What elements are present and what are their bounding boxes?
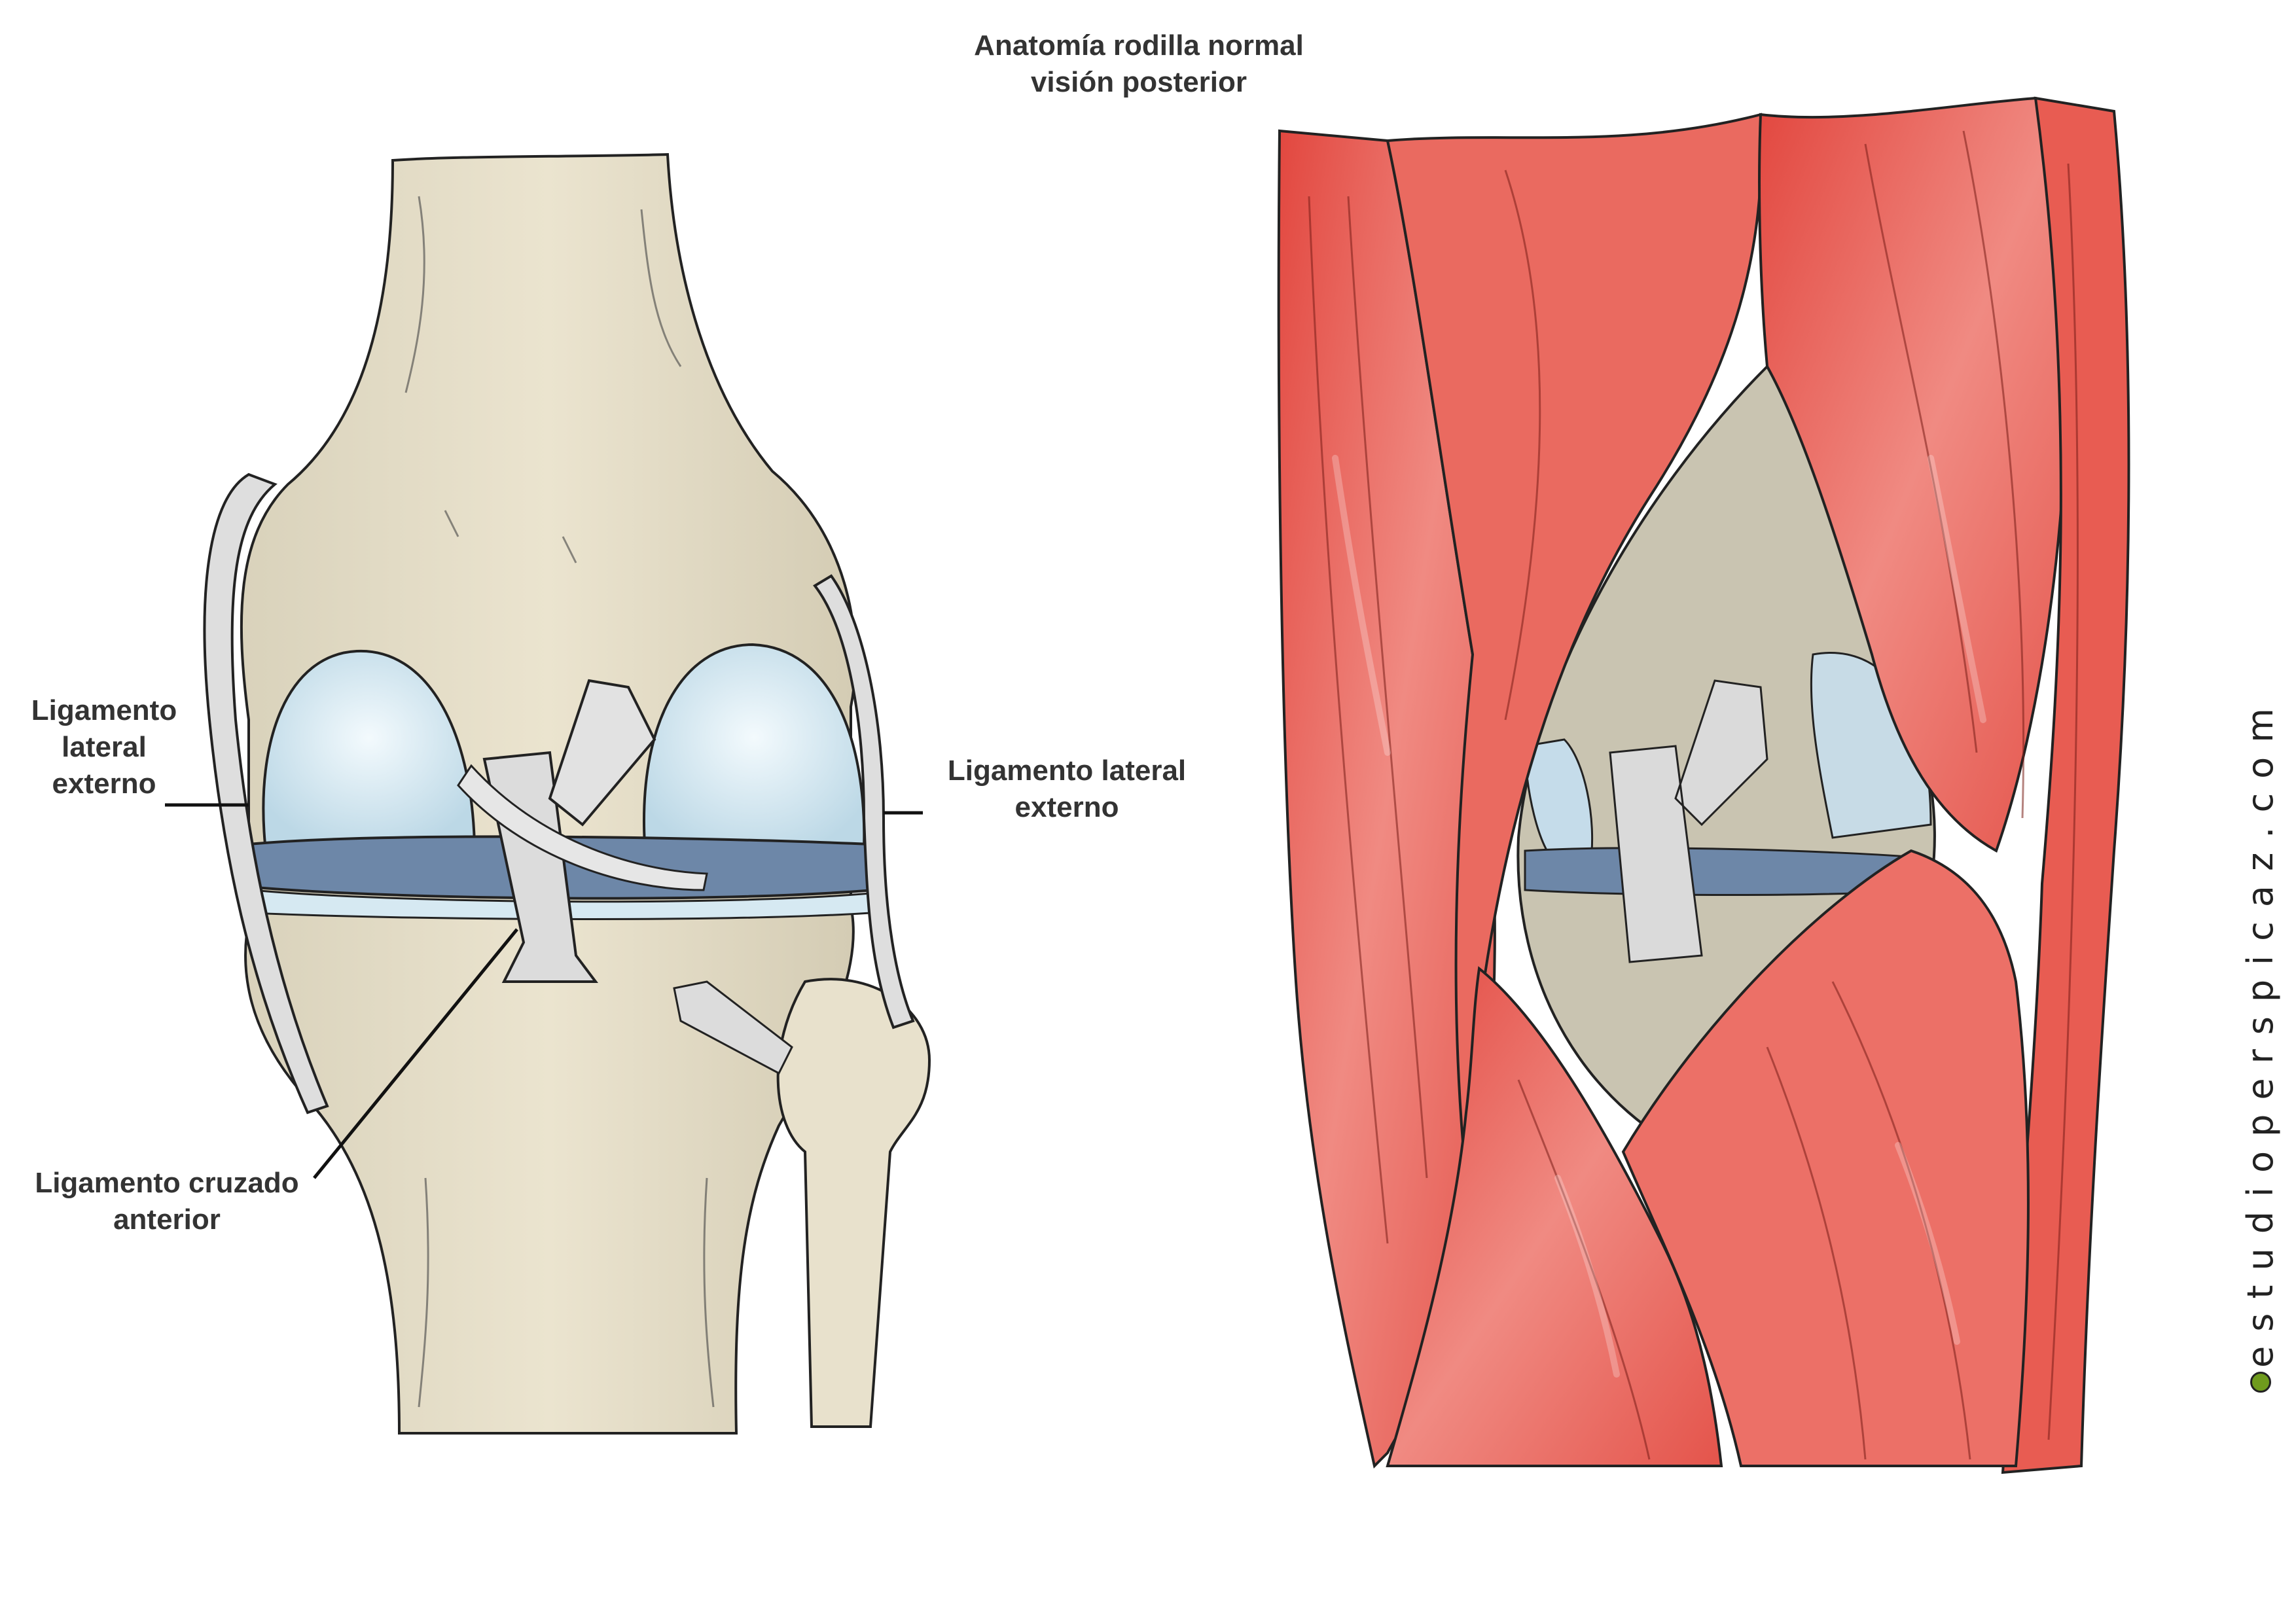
label-left-line-2: lateral: [62, 731, 147, 763]
sartorius-gracilis-muscle: [2001, 96, 2130, 1474]
gastrocnemius-lateral-head: [1386, 966, 1723, 1467]
posterior-cruciate-ligament: [548, 679, 656, 827]
tibia-bone: [244, 905, 855, 1435]
figure-title: Anatomía rodilla normal visión posterior: [877, 27, 1401, 101]
bone-knee-view: [203, 152, 931, 1435]
gastrocnemius-medial-head: [1621, 849, 2030, 1467]
label-left-collateral-ligament: Ligamento lateral externo: [9, 692, 199, 802]
watermark-text: estudioperspicaz.com: [2240, 694, 2281, 1368]
watermark-eye-icon: [2250, 1372, 2271, 1393]
meniscofemoral-ligament: [457, 764, 708, 891]
title-line-1: Anatomía rodilla normal: [974, 29, 1304, 62]
lateral-collateral-ligament: [813, 574, 915, 1029]
label-right-collateral-ligament: Ligamento lateral externo: [923, 753, 1211, 826]
site-watermark: estudioperspicaz.com: [2237, 589, 2284, 1407]
fossa-cruciate-ligaments: [1609, 679, 1768, 963]
fibula-bone: [776, 978, 931, 1428]
medial-collateral-ligament: [203, 473, 329, 1115]
popliteus-tendon: [673, 980, 793, 1075]
label-left-line-3: externo: [52, 768, 156, 800]
label-right-line-2: externo: [1014, 791, 1119, 823]
muscle-knee-view: [1277, 96, 2130, 1474]
leader-acl: [313, 928, 518, 1179]
label-acl-line-2: anterior: [113, 1204, 221, 1236]
label-right-line-1: Ligamento lateral: [947, 755, 1187, 787]
title-line-2: visión posterior: [1030, 66, 1247, 98]
label-anterior-cruciate-ligament: Ligamento cruzado anterior: [7, 1165, 327, 1238]
medial-condyle-cartilage: [262, 649, 476, 846]
label-acl-line-1: Ligamento cruzado: [35, 1167, 299, 1199]
label-left-line-1: Ligamento: [31, 694, 177, 726]
